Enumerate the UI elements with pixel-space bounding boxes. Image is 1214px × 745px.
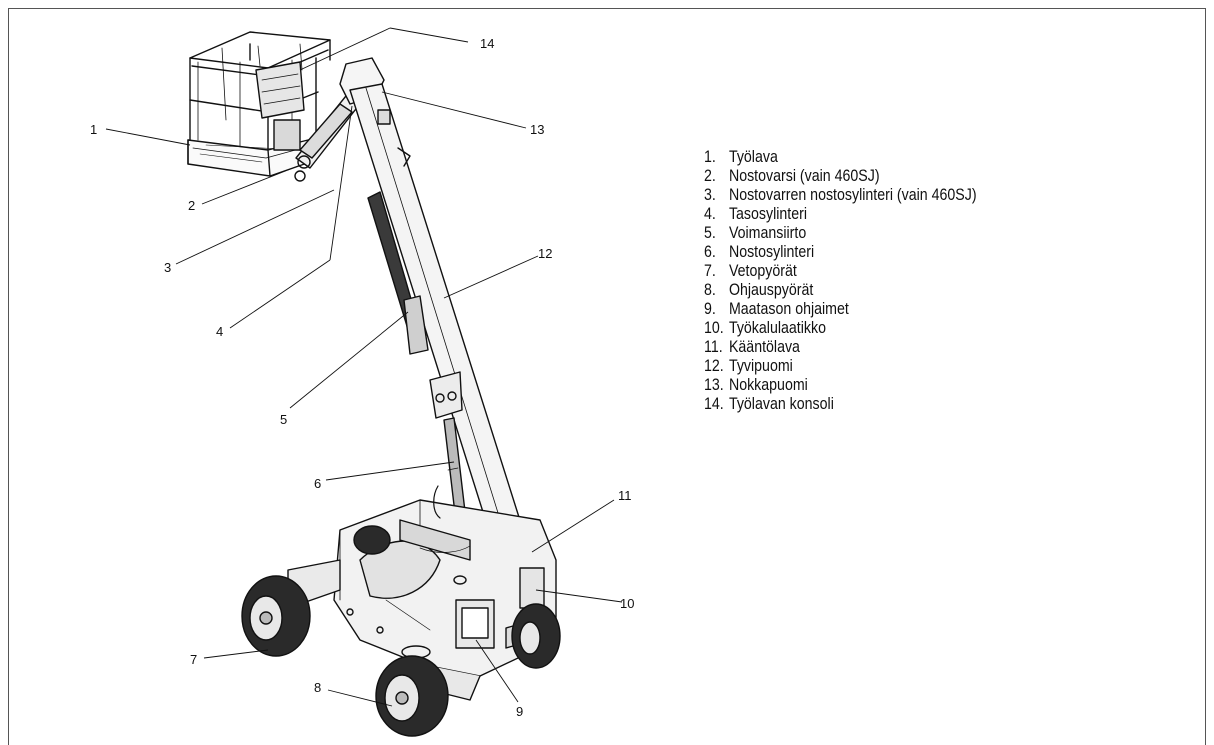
legend-item: 10.Työkalulaatikko <box>704 319 826 337</box>
legend-item: 14.Työlavan konsoli <box>704 395 834 413</box>
wheel-rear-left <box>353 525 391 555</box>
callout-6: 6 <box>314 476 321 491</box>
legend-item: 2.Nostovarsi (vain 460SJ) <box>704 167 880 185</box>
legend-item: 8.Ohjauspyörät <box>704 281 814 299</box>
callout-12: 12 <box>538 246 552 261</box>
legend-item: 13.Nokkapuomi <box>704 376 808 394</box>
leader-lines <box>105 27 623 707</box>
legend-item: 4.Tasosylinteri <box>704 205 808 223</box>
steer-wheel-rear <box>511 603 561 669</box>
callout-14: 14 <box>480 36 494 51</box>
legend-item: 11.Kääntölava <box>704 338 800 356</box>
legend-item: 5.Voimansiirto <box>704 224 807 242</box>
energy-chain <box>367 191 429 355</box>
callout-10: 10 <box>620 596 634 611</box>
drive-wheel <box>241 575 311 657</box>
steer-wheel-front <box>375 655 449 737</box>
callout-13: 13 <box>530 122 544 137</box>
callout-4: 4 <box>216 324 223 339</box>
legend-item: 3.Nostovarren nostosylinteri (vain 460SJ… <box>704 186 977 204</box>
legend-item: 7.Vetopyörät <box>704 262 797 280</box>
callout-3: 3 <box>164 260 171 275</box>
main-boom <box>349 83 531 567</box>
callout-5: 5 <box>280 412 287 427</box>
jib-arm <box>294 57 385 182</box>
callout-7: 7 <box>190 652 197 667</box>
figure-frame <box>8 8 1206 745</box>
callout-11: 11 <box>618 488 632 503</box>
callout-1: 1 <box>90 122 97 137</box>
legend-item: 6.Nostosylinteri <box>704 243 815 261</box>
work-platform <box>187 31 331 177</box>
callout-9: 9 <box>516 704 523 719</box>
legend-item: 9.Maatason ohjaimet <box>704 300 849 318</box>
legend-item: 1.Työlava <box>704 148 778 166</box>
callout-2: 2 <box>188 198 195 213</box>
parts-legend: 1.Työlava 2.Nostovarsi (vain 460SJ) 3.No… <box>704 148 1100 414</box>
callout-labels: 1 2 3 4 5 6 7 8 9 10 11 12 13 14 <box>90 36 634 719</box>
callout-8: 8 <box>314 680 321 695</box>
legend-item: 12.Tyvipuomi <box>704 357 793 375</box>
